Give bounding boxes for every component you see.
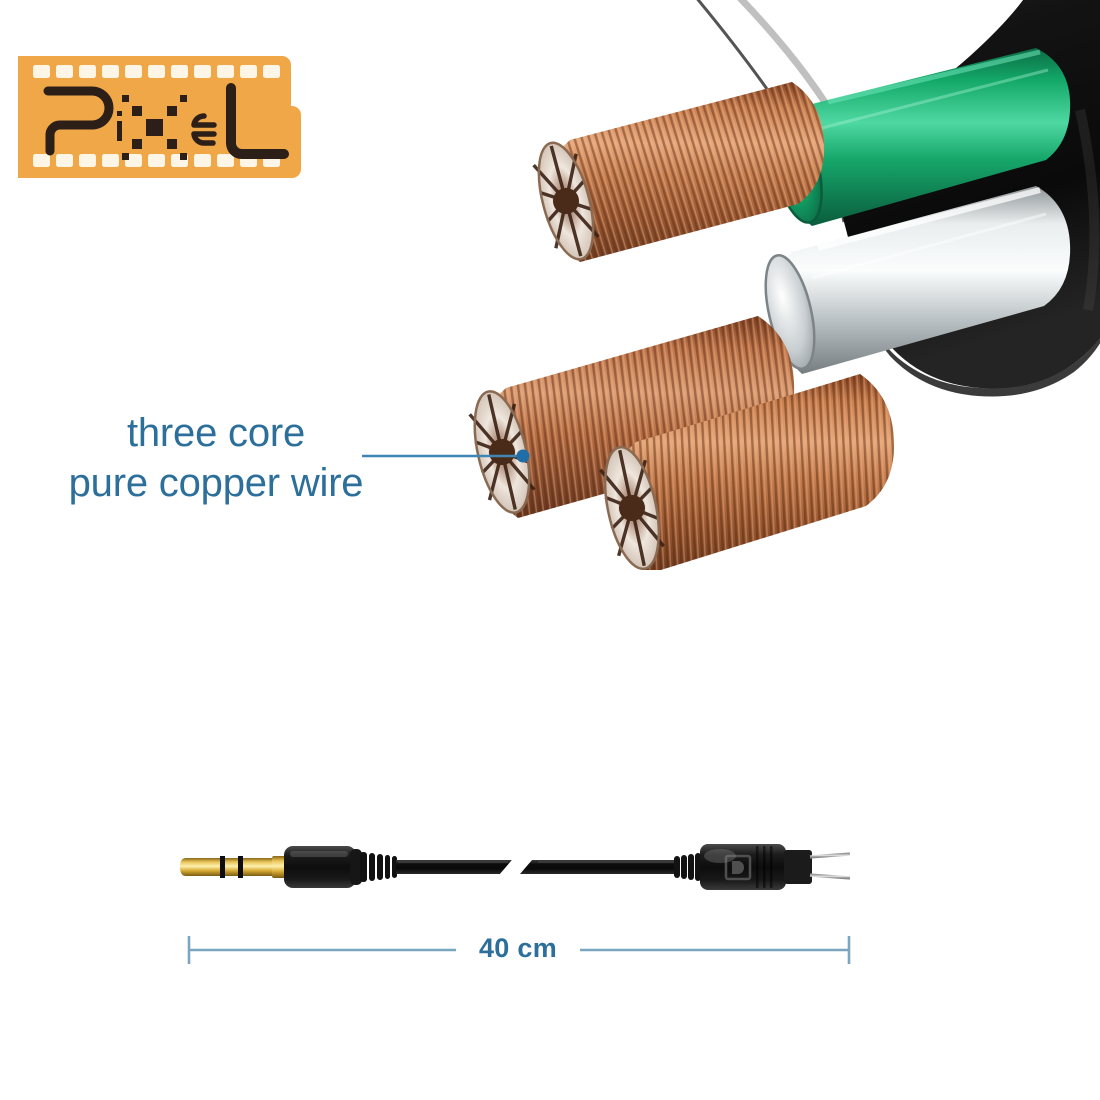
logo-letter-x-pixel	[122, 95, 187, 160]
callout-leader-dot	[516, 449, 530, 463]
connector-3p5mm-trs-plug	[180, 846, 397, 888]
callout-line-2: pure copper wire	[68, 461, 364, 506]
logo-letter-i	[117, 111, 122, 141]
connector-emblem-icon	[724, 854, 752, 881]
cable-segment-right	[520, 860, 680, 874]
copper-bundle-top	[532, 82, 825, 262]
logo-letter-p	[43, 86, 114, 156]
copper-bundle-middle	[468, 316, 795, 518]
trs-ring-1	[220, 856, 225, 878]
strain-relief-right	[674, 853, 701, 881]
logo-letter-e	[191, 113, 217, 146]
callout-line-1: three core	[126, 411, 306, 455]
strain-relief-left	[360, 852, 397, 882]
logo-letter-l	[226, 83, 289, 159]
callout-leader-line	[360, 436, 540, 476]
pixel-brand-logo	[18, 46, 301, 198]
connector-pins	[809, 852, 852, 880]
connector-multipin	[674, 844, 852, 890]
product-cable-photo	[160, 812, 900, 922]
cable-cutaway-illustration	[440, 0, 1100, 570]
dimension-line	[160, 918, 900, 980]
copper-bundle-bottom	[599, 374, 895, 570]
logo-sprocket-holes-top	[33, 65, 280, 78]
callout-label: three core pure copper wire	[36, 408, 396, 509]
dimension-label: 40 cm	[478, 933, 558, 963]
cable-segment-left	[396, 860, 512, 874]
trs-ring-2	[238, 856, 243, 878]
